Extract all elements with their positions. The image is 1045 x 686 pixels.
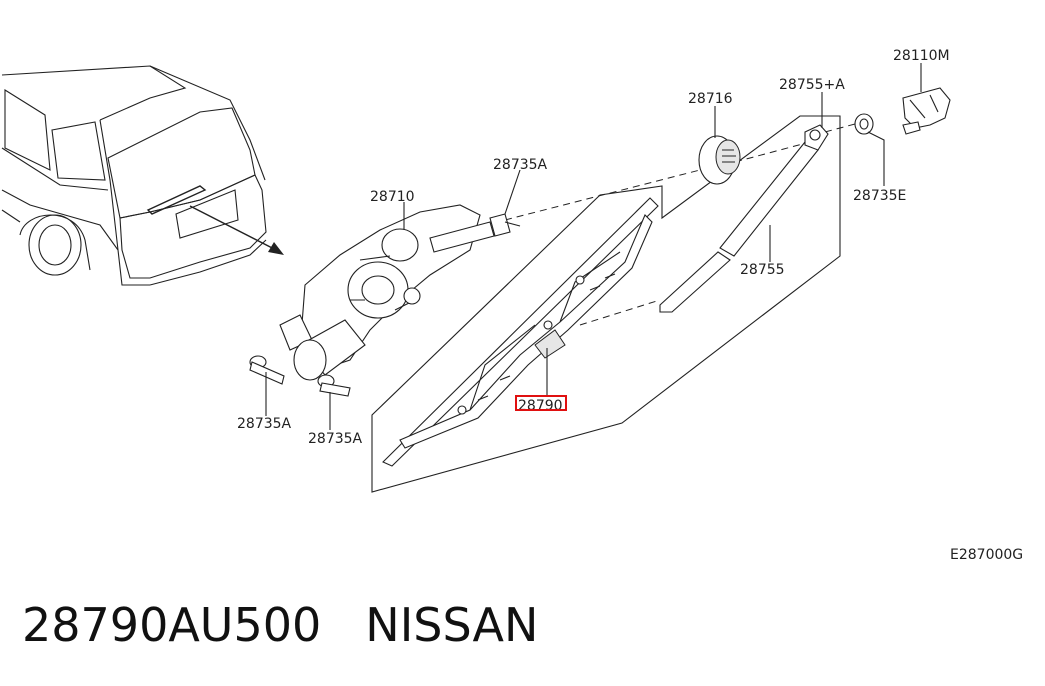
- label-28755-a: 28755+A: [779, 77, 845, 93]
- label-28790: 28790: [518, 398, 563, 414]
- cover: [902, 87, 951, 135]
- label-28735a-left: 28735A: [237, 416, 292, 432]
- grommet-left: [249, 355, 285, 385]
- part-number: 28790AU500: [22, 598, 322, 652]
- label-28755: 28755: [740, 262, 785, 278]
- leader-lines: [265, 63, 922, 430]
- label-28790-highlight: [515, 395, 567, 411]
- pivot-cap: [698, 135, 741, 185]
- wiper-blade: [382, 197, 659, 467]
- grommet-right: [317, 374, 351, 397]
- brand-name: NISSAN: [365, 598, 539, 652]
- pointer-arrow: [189, 205, 284, 255]
- wiper-motor: [279, 204, 521, 381]
- label-28735a-right: 28735A: [308, 431, 363, 447]
- label-28735a-top: 28735A: [493, 157, 548, 173]
- label-28735e: 28735E: [853, 188, 906, 204]
- diagram-code: E287000G: [950, 547, 1023, 563]
- label-28716: 28716: [688, 91, 733, 107]
- assembly-frame: [371, 115, 841, 493]
- label-28110M: 28110M: [893, 48, 950, 64]
- nut: [854, 113, 874, 135]
- label-28710: 28710: [370, 189, 415, 205]
- footer-caption: 28790AU500 NISSAN: [22, 598, 538, 652]
- wiper-arm: [659, 124, 829, 313]
- car-illustration: [1, 65, 267, 286]
